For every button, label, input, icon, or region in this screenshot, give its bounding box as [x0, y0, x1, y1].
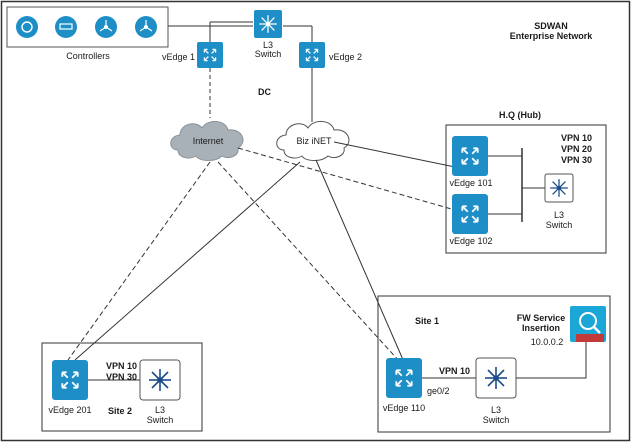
vsmart-icon-1 [95, 16, 117, 38]
internet-cloud [170, 121, 244, 161]
hq-vpn-10: VPN 10 [561, 133, 593, 143]
site2-switch-label: L3 Switch [140, 405, 180, 425]
hq-trunk [488, 148, 545, 222]
site2-vpn-10: VPN 10 [106, 361, 138, 371]
firewall-icon [570, 306, 606, 342]
site2-vpn-list: VPN 10 VPN 30 [106, 361, 137, 383]
hq-switch-label-l1: L3 [553, 210, 564, 220]
dc-switch-label: L3 Switch [250, 41, 286, 59]
vedge201-icon [52, 360, 88, 400]
wan-links [74, 141, 456, 363]
dc-switch-label-l2: Switch [254, 49, 282, 59]
vmanage-icon [16, 16, 38, 38]
vedge2-icon [299, 42, 325, 68]
vedge1-icon [197, 42, 223, 68]
vedge201-label: vEdge 201 [48, 405, 92, 415]
biznet-cloud [276, 121, 350, 161]
hq-switch-label: L3 Switch [540, 210, 578, 230]
fw-label: FW Service Insertion [510, 313, 572, 333]
site1-switch-label: L3 Switch [476, 405, 516, 425]
vsmart-icon-2 [135, 16, 157, 38]
title-line2: Enterprise Network [509, 31, 593, 41]
dc-label: DC [258, 87, 271, 97]
hq-vpn-list: VPN 10 VPN 20 VPN 30 [561, 133, 592, 166]
diagram-title: SDWAN Enterprise Network [496, 21, 606, 41]
fw-label-l2: Insertion [521, 323, 560, 333]
hq-vpn-30: VPN 30 [561, 155, 593, 165]
vedge110-icon [386, 358, 422, 398]
site2-switch-label-l2: Switch [146, 415, 174, 425]
dc-l3-switch-icon [254, 10, 282, 38]
vedge102-icon [452, 194, 488, 234]
site2-l3-switch-icon [139, 359, 181, 401]
site1-port: ge0/2 [427, 386, 450, 396]
site2-title: Site 2 [108, 406, 133, 416]
dc-links [168, 21, 313, 122]
fw-ip: 10.0.0.2 [530, 337, 564, 347]
hq-switch-label-l2: Switch [545, 220, 573, 230]
vedge2-label: vEdge 2 [329, 52, 363, 62]
vedge102-label: vEdge 102 [449, 236, 493, 246]
site1-switch-label-l2: Switch [482, 415, 510, 425]
vedge110-label: vEdge 110 [382, 403, 426, 413]
vbond-icon [55, 16, 77, 38]
site1-switch-label-l1: L3 [490, 405, 501, 415]
hq-title: H.Q (Hub) [499, 110, 541, 120]
hq-vpn-20: VPN 20 [561, 144, 593, 154]
controllers-label: Controllers [66, 51, 110, 61]
fw-label-l1: FW Service [516, 313, 566, 323]
site2-vpn-30: VPN 30 [106, 372, 138, 382]
site1-title: Site 1 [415, 316, 440, 326]
hq-l3-switch-icon [544, 173, 574, 203]
site2-switch-label-l1: L3 [154, 405, 165, 415]
internet-label: Internet [192, 136, 224, 146]
site1-vpn: VPN 10 [439, 366, 471, 376]
dc-switch-label-l1: L3 [262, 40, 273, 50]
biznet-label: Biz iNET [296, 136, 332, 146]
site2-box [41, 342, 203, 432]
site1-l3-switch-icon [475, 357, 517, 399]
hq-box [445, 124, 607, 254]
title-line1: SDWAN [534, 21, 568, 31]
vedge101-icon [452, 136, 488, 176]
site1-box [377, 295, 611, 433]
switch-fw-link [516, 340, 587, 379]
vedge1-label: vEdge 1 [162, 52, 196, 62]
vedge101-label: vEdge 101 [449, 178, 493, 188]
internet-links [67, 147, 456, 363]
